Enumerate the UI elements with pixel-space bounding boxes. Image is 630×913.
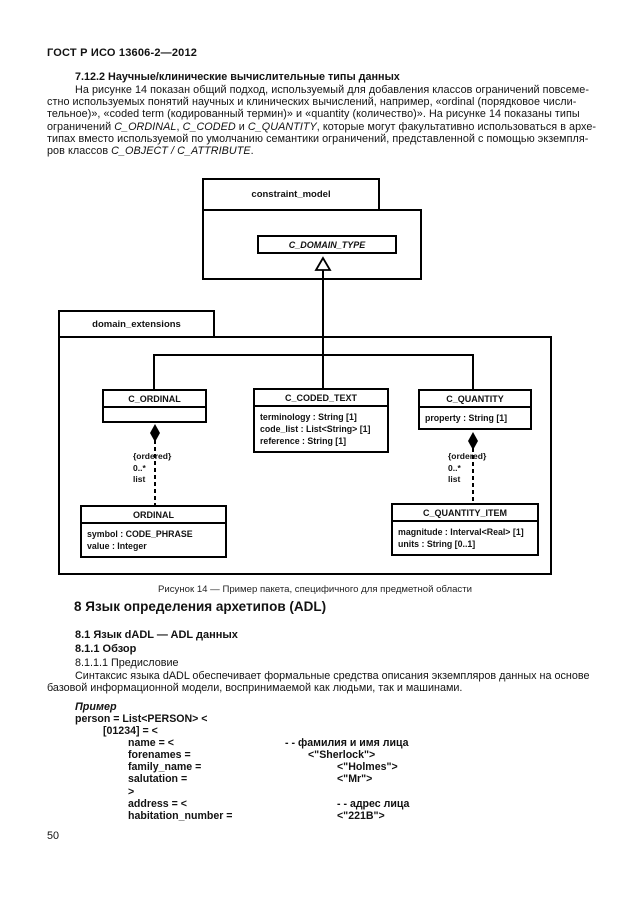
class-attributes: magnitude : Interval<Real> [1] units : S… (393, 522, 537, 554)
class-c-domain-type: C_DOMAIN_TYPE (257, 235, 397, 254)
section-8-1-1-1-heading: 8.1.1.1 Предисловие (75, 657, 179, 669)
code-line: forenames = <"Sherlock"> (47, 749, 587, 761)
code-text: address = < (128, 797, 187, 810)
paragraph-line: типах вместо используемой по умолчанию с… (47, 132, 589, 145)
package-domain-extensions-tab: domain_extensions (58, 310, 215, 336)
association-multiplicity: 0..* (448, 462, 461, 473)
code-line: habitation_number = <"221B"> (47, 810, 587, 822)
composition-diamond-icon (150, 424, 160, 442)
paragraph-line: Синтаксис языка dADL обеспечивает формал… (75, 670, 590, 682)
class-title: C_DOMAIN_TYPE (288, 240, 366, 250)
code-line: [01234] = < (47, 725, 587, 737)
class-title: C_QUANTITY (420, 391, 530, 408)
text-run: и (235, 120, 248, 133)
code-line: family_name = <"Holmes"> (47, 761, 587, 773)
class-ordinal: ORDINAL symbol : CODE_PHRASE value : Int… (80, 505, 227, 558)
section-8-paragraph: Синтаксис языка dADL обеспечивает формал… (47, 670, 590, 695)
code-text: [01234] = < (103, 725, 158, 738)
code-value: <"Sherlock"> (308, 749, 376, 762)
paragraph-line: ограничений C_ORDINAL, C_CODED и C_QUANT… (47, 120, 596, 133)
class-title: C_QUANTITY_ITEM (393, 505, 537, 522)
association-role: list (448, 474, 461, 484)
code-text: person = List<PERSON> < (75, 713, 208, 725)
attribute: symbol : CODE_PHRASE (87, 529, 193, 539)
code-line: name = < - - фамилия и имя лица (47, 737, 587, 749)
association-labels-left: {ordered} 0..* list (133, 451, 171, 486)
diagram-connectors (150, 256, 478, 505)
section-8-1-heading: 8.1 Язык dADL — ADL данных (75, 629, 238, 641)
code-text: forenames = (128, 749, 191, 762)
class-name-ref: C_OBJECT / C_ATTRIBUTE (111, 145, 251, 158)
code-text: > (128, 785, 135, 798)
class-name-ref: C_ORDINAL (114, 120, 177, 133)
code-text: name = < (128, 737, 174, 750)
attribute: property : String [1] (425, 413, 508, 423)
attribute: terminology : String [1] (260, 412, 357, 422)
document-header: ГОСТ Р ИСО 13606-2—2012 (47, 47, 198, 59)
class-attributes (104, 408, 205, 421)
page-number: 50 (47, 830, 60, 842)
class-c-quantity: C_QUANTITY property : String [1] (418, 389, 532, 430)
uml-package-diagram: constraint_model domain_extensions C_DOM… (45, 175, 587, 585)
section-7-12-2-heading: 7.12.2 Научные/клинические вычислительны… (75, 71, 400, 83)
association-role: list (133, 474, 146, 484)
package-constraint-model-tab: constraint_model (202, 178, 380, 209)
text-run: . (250, 145, 254, 158)
code-value: <"221B"> (337, 809, 385, 822)
class-c-quantity-item: C_QUANTITY_ITEM magnitude : Interval<Rea… (391, 503, 539, 556)
code-text: habitation_number = (128, 809, 233, 822)
association-labels-right: {ordered} 0..* list (448, 451, 486, 486)
class-c-ordinal: C_ORDINAL (102, 389, 207, 423)
code-text: family_name = (128, 761, 202, 774)
code-text: salutation = (128, 773, 188, 786)
code-value: <"Holmes"> (337, 761, 398, 774)
section-7-paragraph: На рисунке 14 показан общий подход, испо… (47, 84, 596, 157)
class-attributes: symbol : CODE_PHRASE value : Integer (82, 524, 225, 556)
paragraph-line: тельное)», «coded term (кодированный тер… (47, 108, 580, 121)
code-value: <"Mr"> (337, 773, 373, 786)
generalization-arrow-icon (314, 256, 332, 271)
example-label: Пример (75, 701, 117, 713)
text-run: , которые могут факультативно использова… (316, 120, 597, 133)
association-constraint: {ordered} (448, 451, 487, 461)
association-multiplicity: 0..* (133, 462, 146, 473)
code-line: > (47, 786, 587, 798)
code-line: address = < - - адрес лица (47, 798, 587, 810)
section-8-heading: 8 Язык определения архетипов (ADL) (74, 599, 327, 614)
class-title: C_CODED_TEXT (255, 390, 387, 407)
code-line: person = List<PERSON> < (47, 713, 587, 725)
text-run: , (176, 120, 183, 133)
text-run: ограничений (47, 120, 115, 133)
attribute: units : String [0..1] (398, 539, 476, 549)
class-name-ref: C_QUANTITY (247, 120, 317, 133)
association-constraint: {ordered} (133, 451, 172, 461)
class-c-coded-text: C_CODED_TEXT terminology : String [1] co… (253, 388, 389, 453)
class-title: ORDINAL (82, 507, 225, 524)
class-title: C_ORDINAL (104, 391, 205, 408)
paragraph-line: На рисунке 14 показан общий подход, испо… (75, 84, 589, 96)
class-attributes: terminology : String [1] code_list : Lis… (255, 407, 387, 451)
paragraph-line: базовой информационной модели, восприним… (47, 682, 463, 695)
code-comment: - - адрес лица (337, 797, 410, 810)
class-name-ref: C_CODED (182, 120, 236, 133)
composition-diamond-icon (468, 432, 478, 450)
section-8-1-1-heading: 8.1.1 Обзор (75, 643, 137, 655)
attribute: magnitude : Interval<Real> [1] (398, 527, 524, 537)
paragraph-line: ров классов C_OBJECT / C_ATTRIBUTE. (47, 145, 587, 157)
text-run: ров классов (47, 145, 112, 158)
code-line: salutation = <"Mr"> (47, 773, 587, 785)
adl-code-example: person = List<PERSON> < [01234] = < name… (47, 713, 587, 822)
attribute: value : Integer (87, 541, 147, 551)
figure-caption: Рисунок 14 — Пример пакета, специфичного… (158, 584, 472, 595)
class-attributes: property : String [1] (420, 408, 530, 428)
attribute: code_list : List<String> [1] (260, 424, 371, 434)
paragraph-line: стно используемых понятий научных и клин… (47, 96, 577, 109)
attribute: reference : String [1] (260, 436, 347, 446)
code-comment: - - фамилия и имя лица (285, 737, 409, 750)
